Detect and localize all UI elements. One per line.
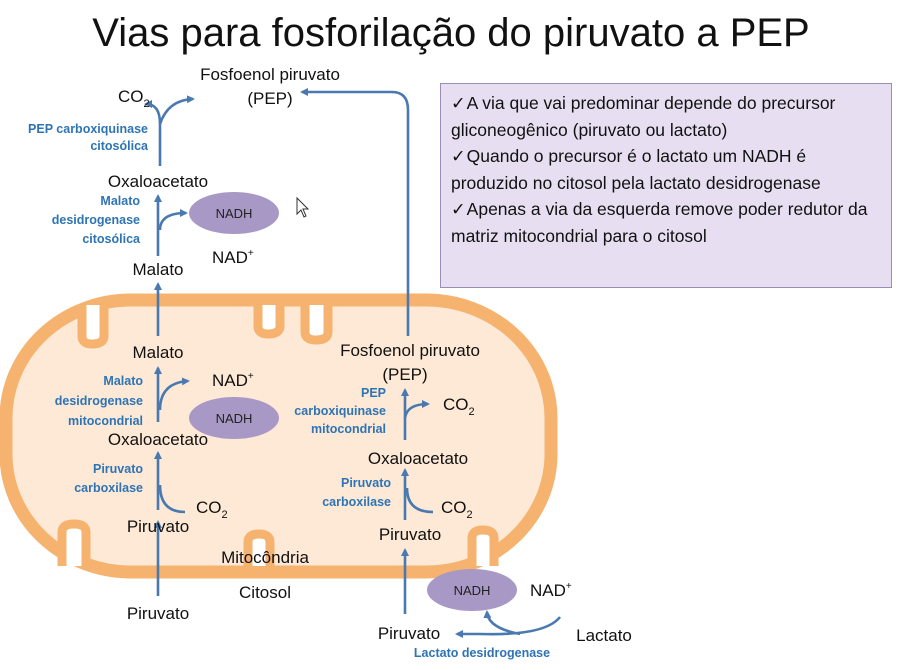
left-pc-label-line2: carboxilase xyxy=(74,481,143,495)
mitochondrial-pepck-label-line1: PEP xyxy=(361,386,386,400)
lactate-label: Lactato xyxy=(576,626,632,645)
oxaloacetate-mitochondria-right-label: Oxaloacetato xyxy=(368,449,468,468)
mitochondrial-mdh-label-line2: desidrogenase xyxy=(55,394,143,408)
info-item: ✓Apenas a via da esquerda remove poder r… xyxy=(451,199,868,246)
malate-mitochondria-label: Malato xyxy=(132,343,183,362)
nadh-mitochondria-label: NADH xyxy=(216,411,253,426)
malate-cytosol-label: Malato xyxy=(132,260,183,279)
left-pathway-arrows xyxy=(144,95,195,596)
nad-cytosol-label: NAD+ xyxy=(212,248,254,267)
ldh-label: Lactato desidrogenase xyxy=(414,646,550,660)
left-pep-label-line1: Fosfoenol piruvato xyxy=(200,65,340,84)
info-item: ✓A via que vai predominar depende do pre… xyxy=(451,93,836,140)
check-icon: ✓ xyxy=(451,93,466,113)
mitochondrial-mdh-label-line1: Malato xyxy=(103,374,143,388)
slide-title: Vias para fosforilação do piruvato a PEP xyxy=(92,11,809,55)
right-pathway-arrows xyxy=(300,88,562,638)
mitochondrial-mdh-label-line3: mitocondrial xyxy=(68,414,143,428)
cytosolic-mdh-label-line1: Malato xyxy=(100,194,140,208)
cytosolic-mdh-label-line3: citosólica xyxy=(82,232,141,246)
left-pep-label-line2: (PEP) xyxy=(247,89,292,108)
nad-lactate-label: NAD+ xyxy=(530,581,572,600)
mouse-pointer-icon xyxy=(296,196,310,218)
info-item: ✓Quando o precursor é o lactato um NADH … xyxy=(451,146,821,193)
check-icon: ✓ xyxy=(451,199,466,219)
cytosolic-mdh-label-line2: desidrogenase xyxy=(52,213,140,227)
right-pep-label-line2: (PEP) xyxy=(382,365,427,384)
mitochondrion xyxy=(0,293,558,579)
cytosolic-pepck-label-line2: citosólica xyxy=(90,139,149,153)
nadh-oval-lactate xyxy=(427,569,517,611)
nadh-oval-cytosol xyxy=(189,192,279,234)
check-icon: ✓ xyxy=(451,146,466,166)
right-co2-bottom-label: CO2 xyxy=(441,498,473,521)
mitochondria-label: Mitocôndria xyxy=(221,548,309,567)
nad-mitochondria-label: NAD+ xyxy=(212,371,254,390)
info-box: ✓A via que vai predominar depende do pre… xyxy=(440,83,892,288)
mitochondrial-pepck-label-line2: carboxiquinase xyxy=(294,404,386,418)
mitochondrial-pepck-label-line3: mitocondrial xyxy=(311,422,386,436)
nadh-cytosol-label: NADH xyxy=(216,206,253,221)
right-pep-label-line1: Fosfoenol piruvato xyxy=(340,341,480,360)
right-pc-label-line1: Piruvato xyxy=(341,476,391,490)
cytosol-label: Citosol xyxy=(239,583,291,602)
right-co2-top-label: CO2 xyxy=(443,395,475,418)
left-pc-label-line1: Piruvato xyxy=(93,462,143,476)
pyruvate-mitochondria-left-label: Piruvato xyxy=(127,517,189,536)
left-co2-label: CO2 xyxy=(118,87,150,110)
pyruvate-mitochondria-right-label: Piruvato xyxy=(379,525,441,544)
oxaloacetate-mitochondria-left-label: Oxaloacetato xyxy=(108,430,208,449)
oxaloacetate-cytosol-label: Oxaloacetato xyxy=(108,172,208,191)
cytosolic-pepck-label-line1: PEP carboxiquinase xyxy=(28,122,148,136)
right-pc-label-line2: carboxilase xyxy=(322,495,391,509)
nadh-lactate-label: NADH xyxy=(454,583,491,598)
pyruvate-cytosol-right-label: Piruvato xyxy=(378,624,440,643)
left-co2-mito-label: CO2 xyxy=(196,498,228,521)
nadh-oval-mitochondria xyxy=(189,397,279,439)
pyruvate-cytosol-left-label: Piruvato xyxy=(127,604,189,623)
